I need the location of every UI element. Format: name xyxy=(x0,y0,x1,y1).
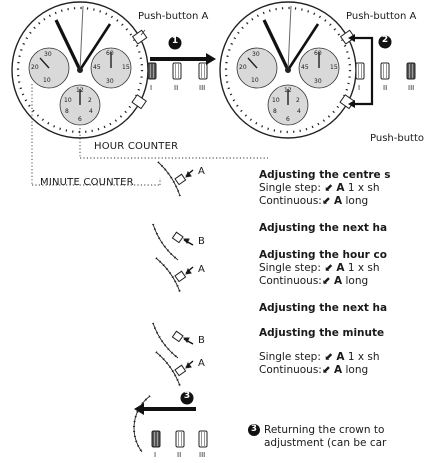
subdial-mark: 60 xyxy=(314,50,322,57)
right-seconds-hand xyxy=(287,5,292,71)
left-seconds-hand xyxy=(79,5,84,71)
left-watch xyxy=(11,1,216,139)
return-line-1: Returning the crown to xyxy=(264,424,385,436)
step-3-text-badge xyxy=(248,424,260,436)
side-label-b-1: B xyxy=(198,236,205,247)
centre-continuous-line: Continuous:⬋ A long xyxy=(259,195,369,207)
crown-label-ii-right: II xyxy=(383,84,388,92)
step-1-badge xyxy=(168,36,182,50)
subdial-mark: 10 xyxy=(272,97,280,104)
left-push-button-a xyxy=(131,29,148,45)
side-label-a-2: A xyxy=(198,264,205,275)
crown-label-iii-left: III xyxy=(199,84,206,92)
label-push-button-a-right: Push-button A xyxy=(346,11,417,22)
step-2-number: 2 xyxy=(381,35,389,45)
next-hand-heading-2: Adjusting the next ha xyxy=(259,302,388,314)
subdial-mark: 60 xyxy=(106,50,114,57)
step-2-badge xyxy=(378,35,392,49)
subdial-mark: 15 xyxy=(330,64,338,71)
left-minute-hand xyxy=(78,23,112,71)
subdial-mark: 45 xyxy=(301,64,309,71)
side-label-a-1: A xyxy=(198,166,205,177)
crown-return-diagram xyxy=(133,395,208,453)
label-push-button-b-right: Push-butto xyxy=(370,133,424,144)
hour-continuous-line: Continuous:⬋ A long xyxy=(259,275,369,287)
hour-single-line: Single step: ⬋ A 1 x sh xyxy=(259,262,380,274)
subdial-mark: 8 xyxy=(65,108,69,115)
subdial-mark: 15 xyxy=(122,64,130,71)
crown-label-i-left: I xyxy=(150,84,153,92)
step-3-number: 3 xyxy=(183,391,191,401)
subdial-mark: 12 xyxy=(284,87,292,94)
hour-counter-label: HOUR COUNTER xyxy=(94,141,179,152)
side-label-b-2: B xyxy=(198,335,205,346)
subdial-mark: 30 xyxy=(44,51,52,58)
label-push-button-a-left: Push-button A xyxy=(138,11,209,22)
crown-label-iii-right: III xyxy=(408,84,415,92)
counter-leaders xyxy=(31,84,268,186)
crown-label-i-right: I xyxy=(358,84,361,92)
step-3-text-number: 3 xyxy=(251,424,257,434)
right-push-button-a xyxy=(339,29,356,45)
subdial-mark: 4 xyxy=(297,108,301,115)
push-in-arrow xyxy=(134,403,196,415)
subdial-mark: 10 xyxy=(43,77,51,84)
subdial-mark: 20 xyxy=(239,64,247,71)
minute-continuous-line: Continuous:⬋ A long xyxy=(259,364,369,376)
right-watch-minute-track xyxy=(224,6,352,134)
subdial-mark: 10 xyxy=(64,97,72,104)
left-watch-minute-track xyxy=(16,6,144,134)
hour-heading: Adjusting the hour co xyxy=(259,249,387,261)
left-hour-hand xyxy=(54,19,82,71)
centre-heading: Adjusting the centre s xyxy=(259,169,391,181)
crown-label-i-bottom: I xyxy=(154,451,157,459)
subdial-mark: 30 xyxy=(106,78,114,85)
minute-heading: Adjusting the minute xyxy=(259,327,385,339)
right-watch xyxy=(219,1,416,139)
right-hour-hand xyxy=(262,19,290,71)
subdial-mark: 30 xyxy=(314,78,322,85)
subdial-mark: 4 xyxy=(89,108,93,115)
step-1-number: 1 xyxy=(171,36,179,46)
side-label-a-3: A xyxy=(198,358,205,369)
left-pull-arrow xyxy=(150,53,216,65)
crown-label-iii-bottom: III xyxy=(199,451,206,459)
subdial-mark: 6 xyxy=(286,116,290,123)
subdial-mark: 30 xyxy=(252,51,260,58)
minute-counter-label: MINUTE COUNTER xyxy=(40,177,134,188)
right-minute-hand xyxy=(286,23,320,71)
crown-label-ii-bottom: II xyxy=(177,451,182,459)
subdial-mark: 6 xyxy=(78,116,82,123)
step-3-badge xyxy=(180,391,194,405)
subdial-mark: 45 xyxy=(93,64,101,71)
right-crown-positions xyxy=(355,62,416,80)
side-mini-diagrams xyxy=(152,161,194,387)
subdial-mark: 10 xyxy=(251,77,259,84)
subdial-mark: 2 xyxy=(296,97,300,104)
centre-single-line: Single step: ⬋ A 1 x sh xyxy=(259,182,380,194)
next-hand-heading-1: Adjusting the next ha xyxy=(259,222,388,234)
subdial-mark: 12 xyxy=(76,87,84,94)
left-push-button-b xyxy=(131,94,147,110)
subdial-mark: 20 xyxy=(31,64,39,71)
crown-label-ii-left: II xyxy=(174,84,179,92)
subdial-mark: 2 xyxy=(88,97,92,104)
minute-single-line: Single step: ⬋ A 1 x sh xyxy=(259,351,380,363)
subdial-mark: 8 xyxy=(273,108,277,115)
right-bracket-arrow xyxy=(352,36,374,106)
left-crown-positions xyxy=(147,62,208,80)
return-line-2: adjustment (can be car xyxy=(264,437,387,449)
